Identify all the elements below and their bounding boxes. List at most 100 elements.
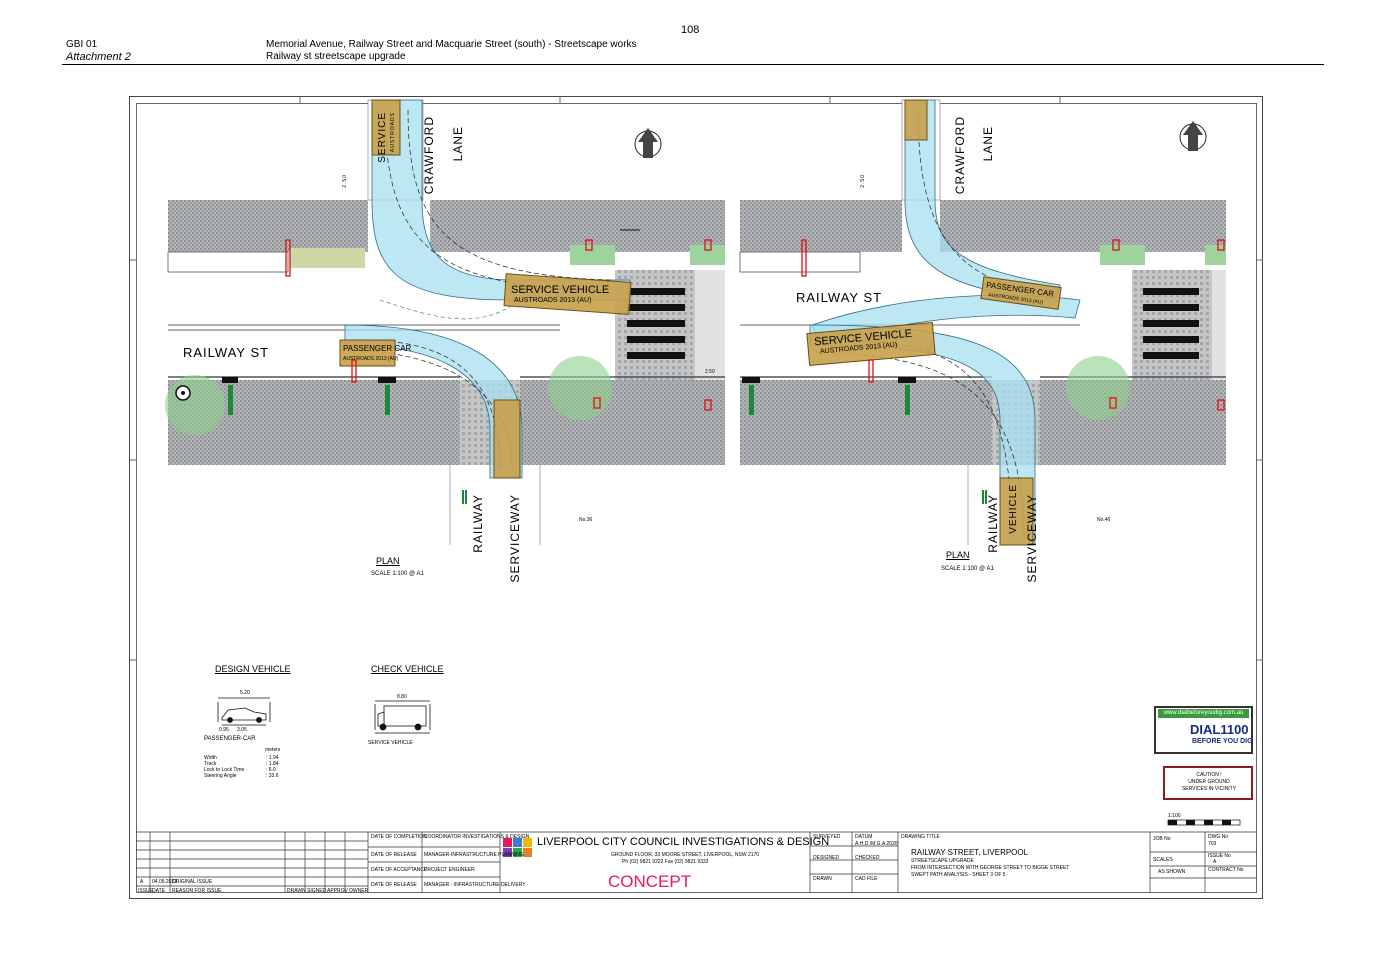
project-engineer-label: PROJECT ENGINEER: [424, 867, 475, 873]
left-service-vehicle-label: SERVICE VEHICLE: [511, 284, 610, 296]
design-dim-2: 3.05: [237, 727, 247, 733]
right-bottom-stamp: VEHICLE: [1008, 484, 1019, 534]
coordinator-label: COORDINATOR INVESTIGATIONS & DESIGN: [424, 834, 530, 840]
caution-line-2: UNDER GROUND: [1188, 779, 1230, 785]
right-crawford-label: CRAWFORD: [953, 116, 967, 195]
job-no-label: JOB No: [1153, 836, 1171, 842]
design-spec-width-label: Width: [204, 755, 217, 761]
drawing-frame: [136, 103, 1257, 893]
design-spec-lock-value: : 6.0: [266, 767, 276, 773]
surveyed-label: SURVEYED: [813, 834, 841, 840]
right-railway-label: RAILWAY: [986, 494, 1000, 553]
legend-sketches: [217, 697, 431, 734]
page-number: 108: [681, 24, 700, 36]
right-dim-a: 2.50: [860, 174, 866, 188]
council-address: GROUND FLOOR, 33 MOORE STREET, LIVERPOOL…: [611, 852, 760, 858]
drawn-label: DRAWN: [813, 876, 832, 882]
dial-sub: BEFORE YOU DIG: [1192, 738, 1253, 745]
left-passenger-sub: AUSTROADS 2013 (AU): [343, 356, 399, 362]
right-lane-label: LANE: [981, 126, 995, 162]
doc-code: GBI 01: [66, 39, 98, 50]
council-logo: [503, 838, 532, 857]
council-name: LIVERPOOL CITY COUNCIL INVESTIGATIONS & …: [537, 836, 830, 848]
revision-col-date: DATE: [152, 888, 165, 894]
revision-col-drawn: DRAWN: [287, 888, 306, 894]
design-spec-steer-label: Steering Angle: [204, 773, 237, 779]
drawing-title-3: FROM INTERSECTION WITH GEORGE STREET TO …: [911, 865, 1070, 871]
issue-no-label: ISSUE No: [1208, 853, 1231, 859]
right-railway-st-label: RAILWAY ST: [796, 290, 883, 305]
datum-value: A.H.D./M.G.A 2020: [855, 841, 898, 847]
attachment-label: Attachment 2: [66, 51, 131, 63]
right-lot-label: No.46: [1097, 517, 1111, 523]
revision-col-reason: REASON FOR ISSUE: [172, 888, 222, 894]
drawing-title-2: STREETSCAPE UPGRADE: [911, 858, 974, 864]
title-block-grid: [136, 831, 1257, 893]
scale-bar: [1167, 819, 1241, 826]
right-plan-scale: SCALE 1:100 @ A1: [941, 566, 994, 572]
drawing-title-4: SWEPT PATH ANALYSIS - SHEET 3 OF 5: [911, 872, 1006, 878]
datum-label: DATUM: [855, 834, 873, 840]
right-plan: [739, 99, 1226, 546]
date-acceptance-label: DATE OF ACCEPTANCE: [371, 867, 428, 873]
revision-row-date: 04.05.2022: [152, 879, 178, 885]
caution-text: CAUTION ! UNDER GROUND SERVICES IN VICIN…: [1168, 772, 1250, 793]
header-rule: [62, 64, 1324, 65]
designed-label: DESIGNED: [813, 855, 840, 861]
check-vehicle-name: SERVICE VEHICLE: [368, 740, 413, 746]
right-plan-title: PLAN: [946, 550, 970, 560]
scale-bar-label: 1:100: [1168, 813, 1181, 819]
date-completion-label: DATE OF COMPLETION: [371, 834, 427, 840]
left-plan-title: PLAN: [376, 556, 400, 566]
left-service-vehicle-sub: AUSTROADS 2013 (AU): [514, 297, 592, 304]
cad-file-label: CAD FILE: [855, 876, 878, 882]
left-plan: [165, 99, 725, 545]
left-dim-a: 2.50: [342, 174, 348, 188]
left-top-stamp-sub: AUSTROADS: [390, 112, 396, 153]
left-serviceway-label: SERVICEWAY: [508, 494, 522, 583]
left-top-stamp: SERVICE: [377, 112, 388, 163]
design-spec-track-value: : 1.84: [266, 761, 279, 767]
contract-no-label: CONTRACT No: [1208, 867, 1244, 873]
left-passenger-label: PASSENGER CAR: [343, 344, 412, 353]
frame-ticks: [129, 96, 1263, 661]
design-vehicle-title: DESIGN VEHICLE: [215, 664, 291, 674]
caution-line-3: SERVICES IN VICINITY: [1181, 786, 1237, 792]
project-title: Memorial Avenue, Railway Street and Macq…: [266, 39, 637, 50]
dwg-no-value: 703: [1208, 841, 1217, 847]
manager-planning-label: MANAGER-INFRASTRUCTURE PLANNING: [424, 852, 524, 858]
dwg-no-label: DWG No: [1208, 834, 1228, 840]
concept-stamp: CONCEPT: [608, 872, 692, 891]
revision-col-signed: SIGNED: [307, 888, 327, 894]
drawing-title-1: RAILWAY STREET, LIVERPOOL: [911, 848, 1029, 857]
date-release2-label: DATE OF RELEASE: [371, 882, 417, 888]
design-spec-track-label: Track: [204, 761, 217, 767]
revision-row-reason: ORIGINAL ISSUE: [172, 879, 213, 885]
caution-box: [1163, 766, 1253, 800]
left-dim-b: 2.50: [705, 369, 715, 375]
design-dim-1: 0.95: [219, 727, 229, 733]
left-railway-label: RAILWAY: [471, 494, 485, 553]
right-serviceway-label: SERVICEWAY: [1025, 494, 1039, 583]
left-lane-label: LANE: [451, 126, 465, 162]
date-release-label: DATE OF RELEASE: [371, 852, 417, 858]
revision-col-owner: OWNER: [349, 888, 369, 894]
dial-number: DIAL1100: [1190, 722, 1249, 737]
revision-col-issue: ISSUE: [138, 888, 154, 894]
project-subtitle: Railway st streetscape upgrade: [266, 51, 406, 62]
left-lot-label: No.36: [579, 517, 593, 523]
scales-label: SCALES: [1153, 857, 1173, 863]
manager-delivery-label: MANAGER - INFRASTRUCTURE DELIVERY: [424, 882, 526, 888]
drawing-title-label: DRAWING TITLE: [901, 834, 940, 840]
design-spec-steer-value: : 33.6: [266, 773, 279, 779]
dial-url: www.dialbeforeyoudig.com.au: [1158, 709, 1249, 718]
left-crawford-label: CRAWFORD: [422, 116, 436, 195]
caution-line-1: CAUTION !: [1196, 772, 1222, 778]
check-length: 8.80: [397, 694, 407, 700]
left-railway-st-label: RAILWAY ST: [183, 345, 270, 360]
council-phone: Ph (02) 9821 9222 Fax (02) 9821 9333: [622, 859, 709, 865]
design-vehicle-name: PASSENGER-CAR: [204, 736, 256, 742]
design-units: meters: [265, 747, 281, 753]
scales-value: AS SHOWN: [1158, 869, 1186, 875]
